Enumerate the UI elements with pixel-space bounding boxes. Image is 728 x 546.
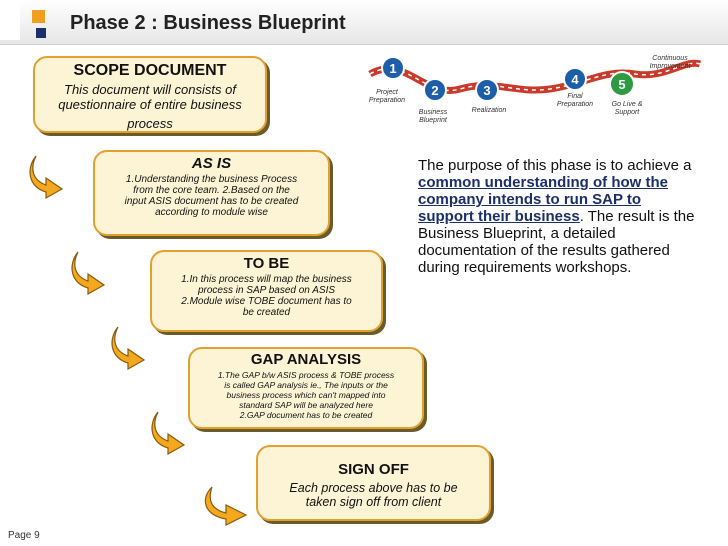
sign-off-line-1: Each process above has to be	[289, 481, 458, 495]
curved-arrow-icon-3	[111, 326, 146, 371]
roadmap-stage-1: 1 Project Preparation	[369, 56, 405, 104]
stage-2-number: 2	[431, 83, 438, 98]
stage-4-number: 4	[571, 72, 579, 87]
phase-description: The purpose of this phase is to achieve …	[418, 157, 700, 276]
sign-off-box: SIGN OFF Each process above has to be ta…	[256, 445, 491, 521]
roadmap-stage-5: 5 Go Live & Support	[609, 71, 643, 116]
stage-1-label-1: Project	[376, 89, 399, 96]
as-is-line-1: 1.Understanding the business Process	[125, 174, 298, 185]
page-number: Page 9	[8, 530, 40, 541]
roadmap-graphic: 1 Project Preparation 2 Business Bluepri…	[368, 55, 702, 124]
stage-3-label-1: Realization	[472, 107, 507, 114]
gap-analysis-line-3: business process which can't mapped into	[226, 390, 386, 400]
continuous-improvement-label-1: Continuous	[652, 55, 688, 62]
stage-4-label-1: Final	[567, 93, 583, 100]
stage-2-label-2: Blueprint	[419, 117, 448, 124]
to-be-box: TO BE 1.In this process will map the bus…	[150, 250, 383, 332]
stage-5-marker	[609, 71, 635, 97]
curved-arrow-icon-1	[29, 155, 64, 200]
header-dark-square	[36, 28, 46, 38]
gap-analysis-title: GAP ANALYSIS	[250, 351, 362, 368]
scope-document-line-2: questionnaire of entire business	[58, 97, 242, 112]
roadmap-road-dash	[369, 62, 701, 92]
stage-3-marker	[475, 78, 499, 102]
roadmap-stage-2: 2 Business Blueprint	[419, 78, 448, 124]
scope-document-box: SCOPE DOCUMENT This document will consis…	[33, 56, 267, 133]
as-is-title: AS IS	[191, 155, 232, 172]
gap-analysis-line-5: 2.GAP document has to be created	[239, 410, 373, 420]
to-be-title: TO BE	[243, 255, 290, 272]
scope-document-title: SCOPE DOCUMENT	[73, 62, 227, 79]
as-is-line-4: according to module wise	[155, 207, 268, 218]
as-is-line-2: from the core team. 2.Based on the	[133, 185, 290, 196]
scope-document-line-3: process	[127, 116, 173, 131]
gap-analysis-box: GAP ANALYSIS 1.The GAP b/w ASIS process …	[188, 347, 424, 429]
stage-5-label-2: Support	[615, 109, 641, 116]
curved-arrow-icon-2	[71, 251, 106, 296]
header-left-panel	[0, 0, 20, 40]
stage-4-marker	[563, 67, 587, 91]
roadmap-stage-3: 3 Realization	[472, 78, 507, 114]
header-bar: Phase 2 : Business Blueprint	[0, 0, 728, 45]
gap-analysis-line-4: standard SAP will be analyzed here	[239, 400, 373, 410]
stage-3-number: 3	[483, 83, 490, 98]
stage-5-number: 5	[618, 77, 625, 92]
continuous-improvement-label-2: Improvement	[650, 63, 692, 70]
stage-2-label-1: Business	[419, 109, 448, 116]
stage-1-marker	[381, 56, 405, 80]
gap-analysis-line-1: 1.The GAP b/w ASIS process & TOBE proces…	[217, 370, 395, 380]
curved-arrow-icon-4	[151, 411, 186, 456]
sign-off-line-2: taken sign off from client	[305, 495, 442, 509]
stage-5-label-1: Go Live &	[612, 101, 643, 108]
as-is-line-3: input ASIS document has to be created	[124, 196, 299, 207]
page-title: Phase 2 : Business Blueprint	[70, 12, 346, 34]
to-be-line-1: 1.In this process will map the business	[181, 274, 352, 285]
roadmap-stage-4: 4 Final Preparation	[557, 67, 593, 108]
to-be-line-4: be created	[242, 307, 291, 318]
stage-1-number: 1	[389, 61, 396, 76]
to-be-line-3: 2.Module wise TOBE document has to	[181, 296, 352, 307]
description-text-2: . The result is the Business Blueprint, …	[418, 208, 695, 276]
as-is-box: AS IS 1.Understanding the business Proce…	[93, 150, 330, 236]
stage-2-marker	[423, 78, 447, 102]
curved-arrow-icon-5	[204, 486, 248, 526]
scope-document-line-1: This document will consists of	[64, 82, 236, 97]
to-be-line-2: process in SAP based on ASIS	[197, 285, 336, 296]
sign-off-title: SIGN OFF	[338, 461, 409, 478]
gap-analysis-line-2: is called GAP analysis ie., The inputs o…	[224, 380, 388, 390]
stage-4-label-2: Preparation	[557, 101, 593, 108]
description-highlight: common understanding of how the company …	[418, 174, 668, 225]
description-text-1: The purpose of this phase is to achieve …	[418, 157, 692, 174]
header-orange-square	[32, 10, 45, 23]
stage-1-label-2: Preparation	[369, 97, 405, 104]
